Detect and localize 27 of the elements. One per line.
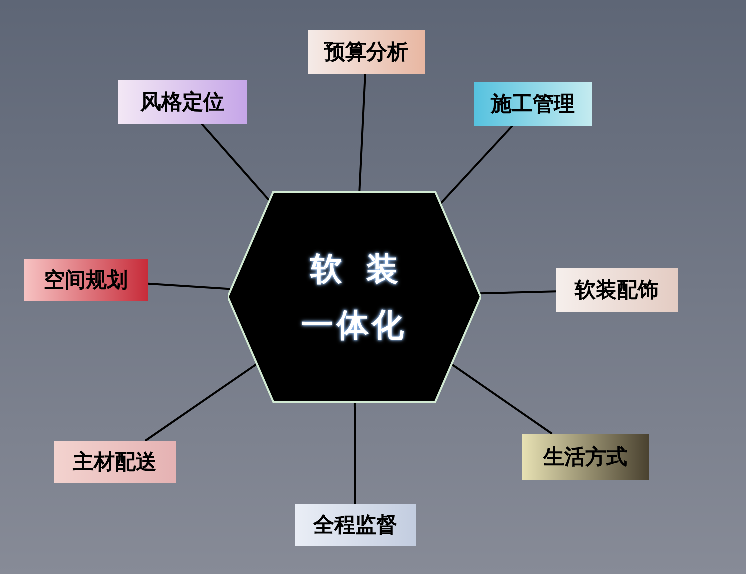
box-label: 空间规划 [44, 267, 128, 294]
label-box [522, 434, 649, 480]
hexagon-title: 软装 [310, 249, 422, 290]
label-box [118, 80, 247, 124]
box-label: 预算分析 [324, 39, 408, 66]
label-box [54, 441, 176, 483]
label-box [295, 504, 416, 546]
label-box [556, 268, 678, 312]
box-label: 主材配送 [73, 449, 157, 476]
label-box [24, 259, 148, 301]
hexagon-node [228, 190, 481, 404]
connector-line [201, 123, 270, 202]
box-label: 软装配饰 [575, 277, 659, 304]
box-label: 全程监督 [314, 512, 398, 539]
connector-line [480, 290, 556, 295]
connector-line [144, 363, 258, 442]
box-label: 风格定位 [140, 89, 224, 116]
connector-line [358, 74, 366, 192]
hexagon-title: 一体化 [302, 305, 408, 346]
box-label: 生活方式 [544, 444, 628, 471]
connector-line [440, 125, 514, 205]
label-box [308, 30, 425, 74]
connector-line [354, 402, 356, 504]
box-label: 施工管理 [491, 91, 575, 118]
connector-line [148, 282, 232, 290]
connector-line [451, 364, 553, 435]
label-box [474, 82, 592, 126]
